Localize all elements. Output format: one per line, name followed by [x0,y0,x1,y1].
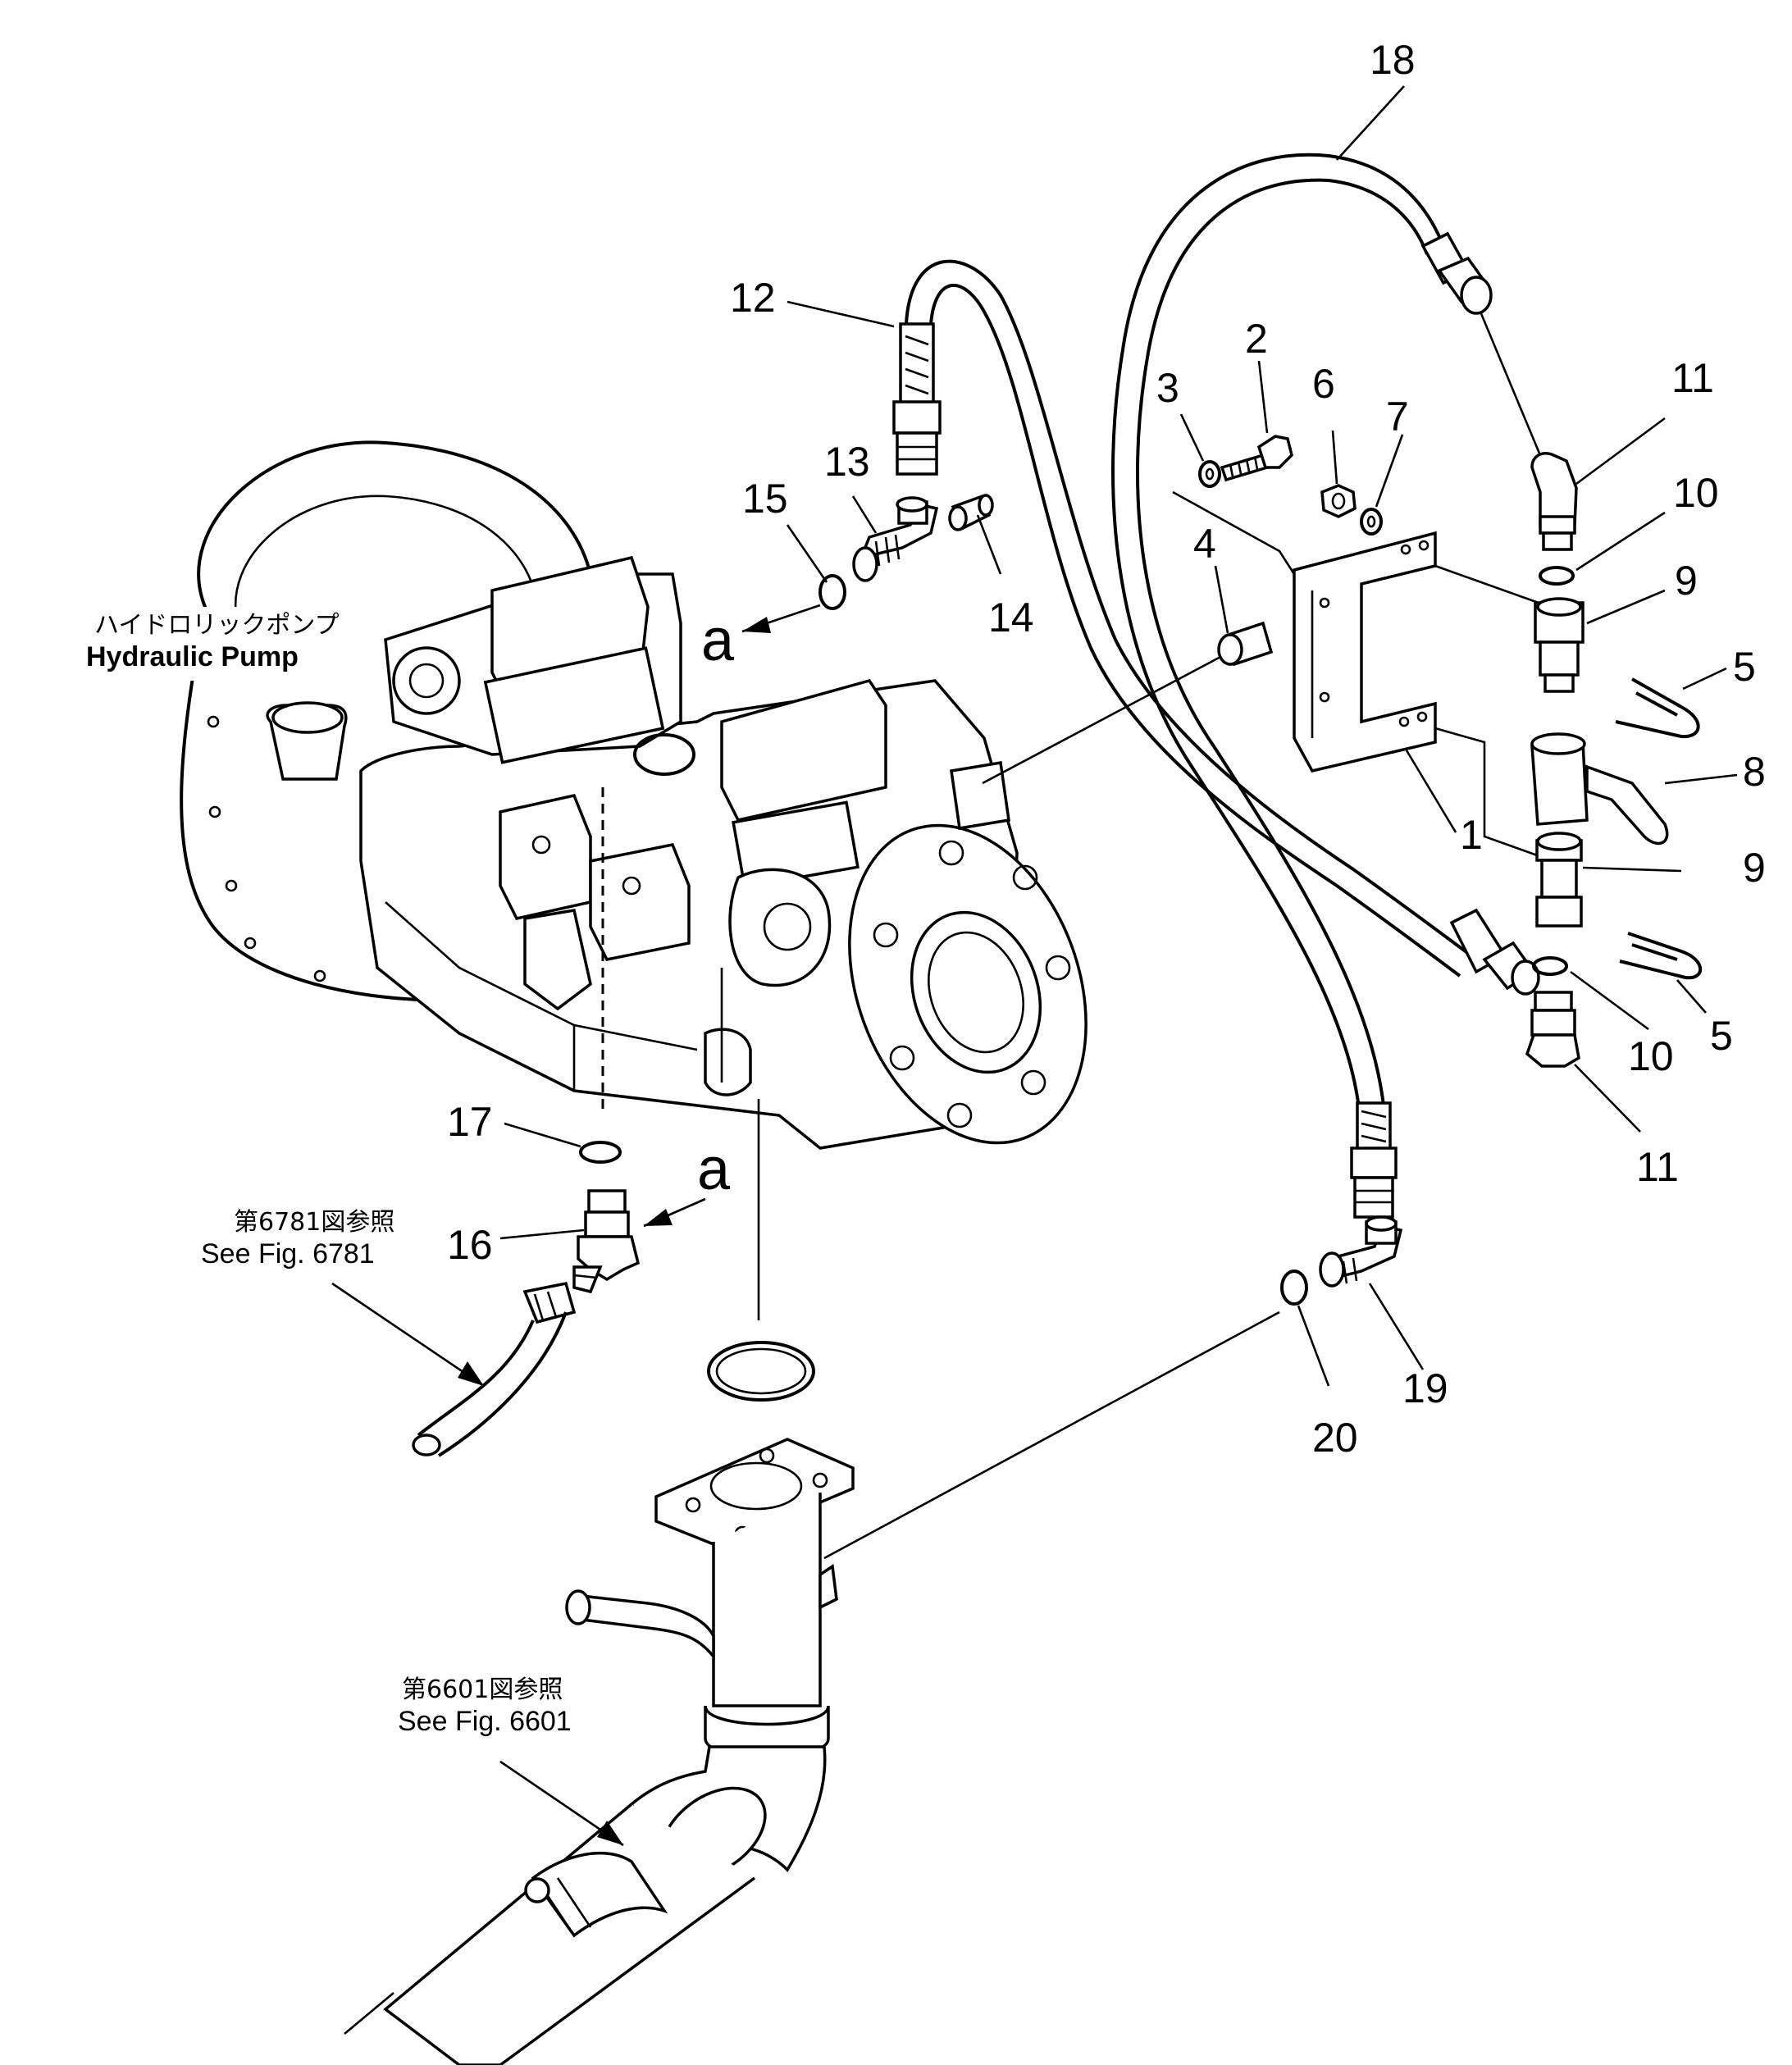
outlet-pipe [383,1438,855,2065]
nut-6 [1320,484,1357,518]
part-number-12: 12 [730,275,776,321]
fitting-14 [948,494,994,531]
elbow-19 [1319,1215,1403,1288]
part-number-5-bottom: 5 [1710,1013,1733,1059]
pump-caption-jp: ハイドロリックポンプ [94,611,340,640]
hydraulic-pump [180,440,1088,1150]
part-number-3: 3 [1156,365,1179,411]
washer-3 [1198,460,1221,488]
line-to-collar [982,654,1223,785]
part-number-16: 16 [447,1222,493,1268]
ref-6781-en: See Fig. 6781 [201,1238,375,1270]
o-ring-10-bottom [1532,956,1568,976]
part-number-17: 17 [447,1099,493,1145]
part-number-11-bottom: 11 [1636,1144,1679,1190]
o-ring-17 [579,1141,622,1164]
ref-6781-jp: 第6781図参照 [234,1208,394,1237]
part-number-19: 19 [1402,1365,1448,1411]
hose-6781 [412,1281,577,1457]
part-number-20: 20 [1312,1415,1358,1461]
swivel-16 [572,1189,641,1294]
hose-12 [892,259,1540,996]
marker-a-bottom: a [697,1137,731,1202]
arrow-a-top [741,604,821,633]
coupling-9-bottom [1535,832,1583,928]
part-number-15: 15 [742,476,788,522]
bolt-2 [1220,435,1293,482]
part-number-6: 6 [1312,361,1335,407]
bracket-1 [1293,531,1437,773]
pump-caption-en: Hydraulic Pump [86,641,299,672]
part-number-7: 7 [1386,394,1409,440]
part-number-10-bottom: 10 [1628,1033,1674,1079]
ref-6601-en: See Fig. 6601 [398,1706,572,1737]
part-number-9-top: 9 [1675,558,1698,604]
o-ring-10-top [1539,566,1575,586]
part-number-2: 2 [1245,316,1268,362]
ref-6601-jp: 第6601図参照 [402,1675,563,1704]
arrow-6601 [499,1760,624,1847]
part-number-1: 1 [1460,812,1483,858]
part-number-11-top: 11 [1671,355,1714,401]
washer-7 [1360,508,1383,536]
elbow-13 [852,496,939,582]
o-ring-20 [1280,1270,1308,1306]
arrow-6781 [331,1282,485,1388]
gasket-ring [707,1341,815,1402]
coupling-9-top [1534,597,1585,693]
marker-a-top: a [701,608,735,673]
part-number-9-bottom: 9 [1743,845,1766,891]
valve-8 [1530,732,1669,846]
arrow-a-bottom [643,1197,706,1228]
elbow-11-bottom [1525,991,1580,1068]
pin-5-top [1615,677,1700,739]
part-number-13: 13 [824,439,870,485]
part-number-4: 4 [1193,521,1216,567]
part-number-18: 18 [1370,37,1416,83]
o-ring-15 [818,574,846,610]
part-number-10-top: 10 [1673,470,1719,516]
elbow-11-top [1530,452,1578,551]
part-number-14: 14 [988,595,1034,640]
pin-5-bottom [1619,932,1703,980]
part-number-5-top: 5 [1733,644,1756,690]
part-number-8: 8 [1743,749,1766,795]
collar-4 [1217,621,1274,667]
